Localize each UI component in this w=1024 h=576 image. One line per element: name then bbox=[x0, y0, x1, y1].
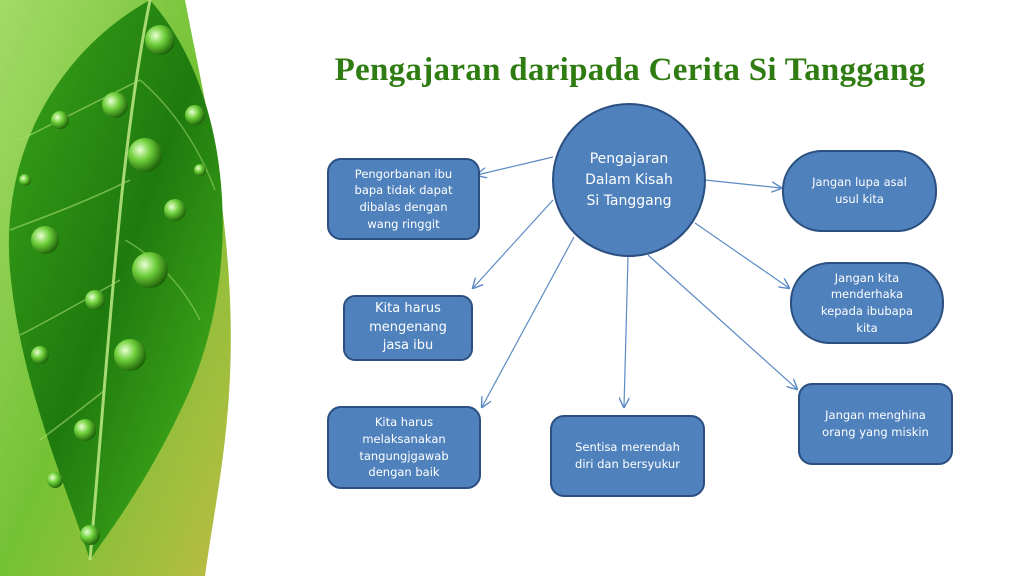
node-pengorbanan-label: Pengorbanan ibu bapa tidak dapat dibalas… bbox=[354, 166, 453, 231]
node-tanggungjawab: Kita harus melaksanakan tangungjgawab de… bbox=[327, 406, 481, 489]
arrow-to-menderhaka bbox=[694, 222, 789, 288]
page-title: Pengajaran daripada Cerita Si Tanggang bbox=[334, 52, 926, 88]
node-mengenang: Kita harus mengenang jasa ibu bbox=[343, 295, 473, 361]
leaf-decoration-icon bbox=[0, 0, 231, 576]
node-asal: Jangan lupa asal usul kita bbox=[782, 150, 937, 232]
node-menderhaka-label: Jangan kita menderhaka kepada ibubapa ki… bbox=[820, 270, 914, 335]
arrow-to-pengorbanan bbox=[477, 156, 554, 175]
center-node: Pengajaran Dalam Kisah Si Tanggang bbox=[552, 103, 706, 257]
arrow-to-tanggungjawab bbox=[482, 236, 575, 407]
node-merendah-label: Sentisa merendah diri dan bersyukur bbox=[575, 440, 680, 471]
arrow-to-menghina bbox=[647, 254, 797, 389]
arrow-to-asal bbox=[704, 179, 781, 188]
center-node-label: Pengajaran Dalam Kisah Si Tanggang bbox=[585, 150, 673, 209]
arrow-to-mengenang bbox=[473, 199, 554, 288]
node-menghina: Jangan menghina orang yang miskin bbox=[798, 383, 953, 465]
node-menderhaka: Jangan kita menderhaka kepada ibubapa ki… bbox=[790, 262, 944, 344]
node-merendah: Sentisa merendah diri dan bersyukur bbox=[550, 415, 705, 497]
node-menghina-label: Jangan menghina orang yang miskin bbox=[822, 408, 929, 439]
node-tanggungjawab-label: Kita harus melaksanakan tangungjgawab de… bbox=[359, 415, 449, 480]
arrow-to-merendah bbox=[624, 256, 628, 407]
node-mengenang-label: Kita harus mengenang jasa ibu bbox=[369, 300, 447, 354]
node-pengorbanan: Pengorbanan ibu bapa tidak dapat dibalas… bbox=[327, 158, 480, 240]
node-asal-label: Jangan lupa asal usul kita bbox=[812, 175, 907, 206]
